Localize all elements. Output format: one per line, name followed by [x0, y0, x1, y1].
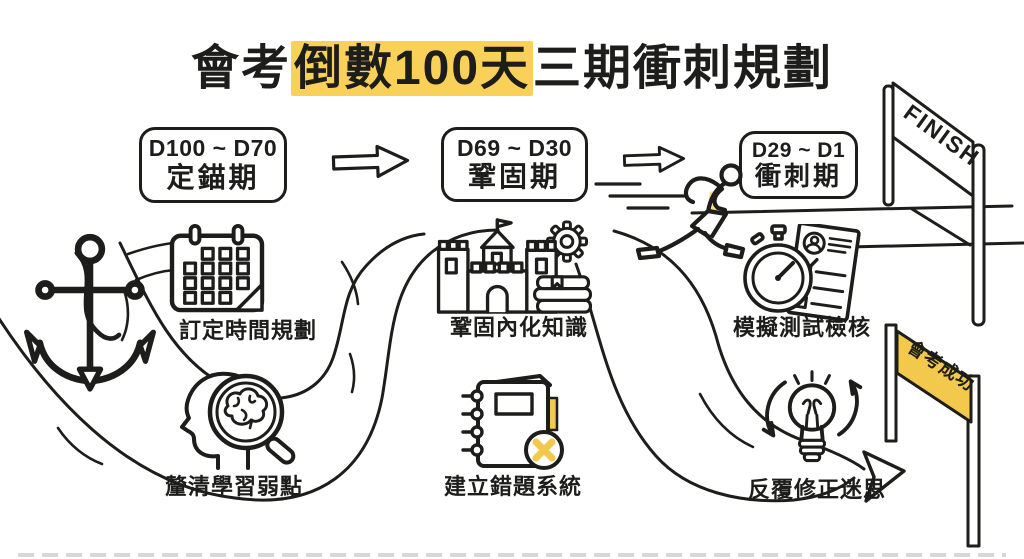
- road-edge-inner-left: [118, 232, 426, 400]
- calendar-icon: [169, 224, 265, 313]
- finish-gate: FINISH: [882, 81, 986, 327]
- road-edge-outer-right: [574, 262, 856, 503]
- task-label-fix-myths: 反覆修正迷思: [747, 477, 887, 502]
- task-label-mock-test: 模擬測試檢核: [732, 315, 872, 340]
- sign-post-left: [884, 323, 898, 443]
- phase-name: 定錨期: [166, 161, 260, 193]
- title-suffix: 三期衝刺規劃: [533, 42, 834, 95]
- road-edge-inner-right: [612, 229, 866, 471]
- arrow-right-icon: [622, 145, 686, 173]
- gear-icon: [545, 220, 589, 263]
- castle-books-gear-icon: [436, 218, 593, 314]
- phase-box-anchoring: D100 ~ D70 定錨期: [139, 127, 287, 203]
- speed-lines: [594, 182, 690, 210]
- phase-box-consolidation: D69 ~ D30 鞏固期: [441, 127, 588, 202]
- stopwatch-icon: [743, 224, 813, 313]
- phase-range: D29 ~ D1: [751, 138, 846, 162]
- sign-post-right: [966, 374, 981, 548]
- phase-name: 衝刺期: [754, 160, 842, 191]
- runner-icon: [635, 163, 746, 261]
- task-label-error-system: 建立錯題系統: [443, 474, 583, 499]
- task-label-weakness: 釐清學習弱點: [164, 474, 304, 499]
- cropped-footer-strip: [18, 553, 1006, 557]
- task-label-schedule: 訂定時間規劃: [178, 318, 318, 343]
- notebook-error-icon: [461, 374, 564, 470]
- arrow-right-icon: [331, 144, 410, 179]
- finish-pole-left: [882, 84, 895, 207]
- road-edge-outer-left: [0, 228, 500, 502]
- phase-box-sprint: D29 ~ D1 衝刺期: [739, 131, 858, 199]
- finish-pole-right: [971, 143, 986, 327]
- page-title: 會考倒數100天三期衝刺規劃: [0, 28, 1024, 98]
- sign-panel: [895, 329, 973, 424]
- path-end-arrow-icon: [862, 450, 906, 503]
- cycle-arrows: [761, 379, 863, 438]
- phase-range: D69 ~ D30: [456, 134, 573, 161]
- phase-range: D100 ~ D70: [148, 135, 278, 162]
- lightbulb-refresh-icon: [761, 370, 863, 463]
- brain-magnifier-icon: [180, 371, 296, 470]
- task-label-knowledge: 鞏固內化知識: [449, 315, 589, 340]
- success-sign: 會考成功: [884, 323, 981, 548]
- finish-ground-lines: [690, 204, 1024, 249]
- title-prefix: 會考: [190, 42, 291, 95]
- title-highlight: 倒數100天: [290, 41, 534, 96]
- stopwatch-checklist-icon: [743, 224, 861, 322]
- books-icon: [533, 275, 593, 314]
- anchor-icon: [24, 233, 156, 392]
- bulb-rays: [793, 370, 831, 385]
- finish-banner: [891, 81, 975, 198]
- phase-name: 鞏固期: [467, 161, 561, 193]
